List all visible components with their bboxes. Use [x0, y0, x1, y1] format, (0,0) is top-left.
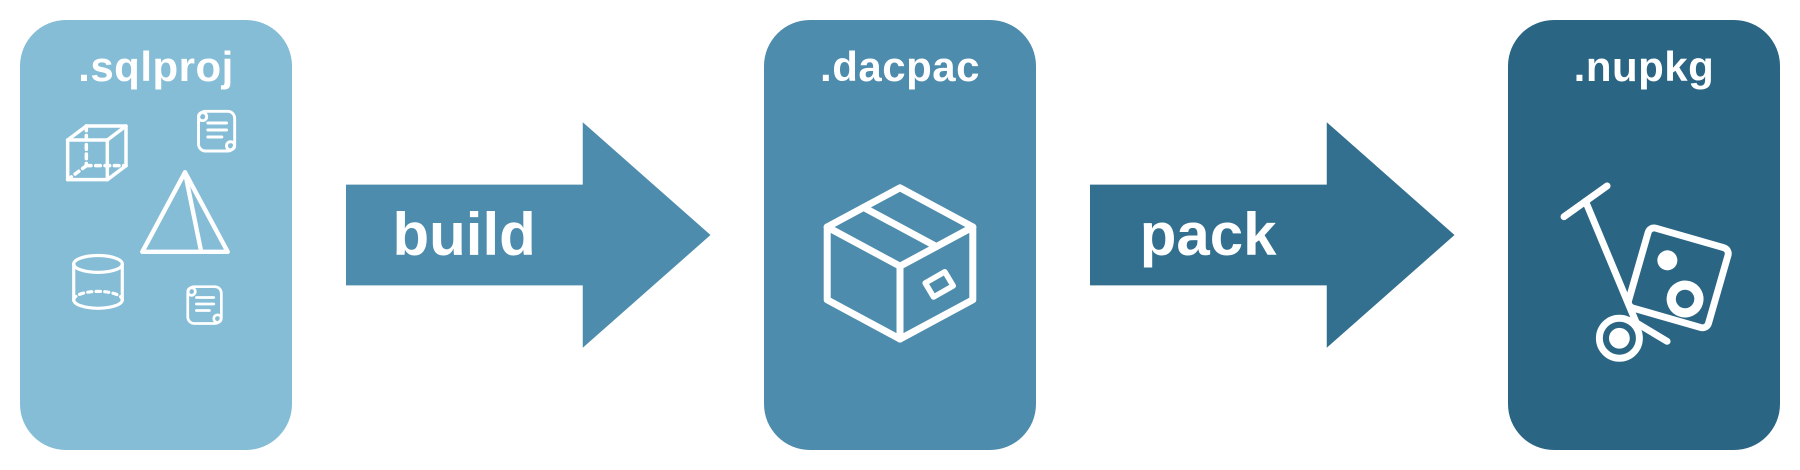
package-box-icon [823, 184, 977, 343]
script-icon [186, 285, 223, 325]
pyramid-icon [140, 170, 230, 255]
cube-icon [65, 124, 128, 182]
cylinder-icon [72, 253, 124, 310]
dacpac-icon-wrap [764, 88, 1036, 450]
node-label-nupkg: .nupkg [1573, 43, 1715, 90]
node-card-dacpac: .dacpac [764, 20, 1036, 450]
node-label-dacpac: .dacpac [820, 43, 980, 90]
script-icon [197, 109, 237, 153]
pack-arrow: pack [1089, 122, 1455, 348]
pack-arrow-label: pack [1139, 201, 1277, 268]
hand-truck-icon [1560, 182, 1732, 362]
build-arrow-label: build [392, 201, 536, 268]
node-label-sqlproj: .sqlproj [78, 43, 234, 90]
build-arrow: build [345, 122, 711, 348]
sqlproj-icon-cluster [20, 88, 292, 450]
node-card-nupkg: .nupkg [1508, 20, 1780, 450]
nupkg-icon-wrap [1508, 88, 1780, 450]
node-card-sqlproj: .sqlproj [20, 20, 292, 450]
